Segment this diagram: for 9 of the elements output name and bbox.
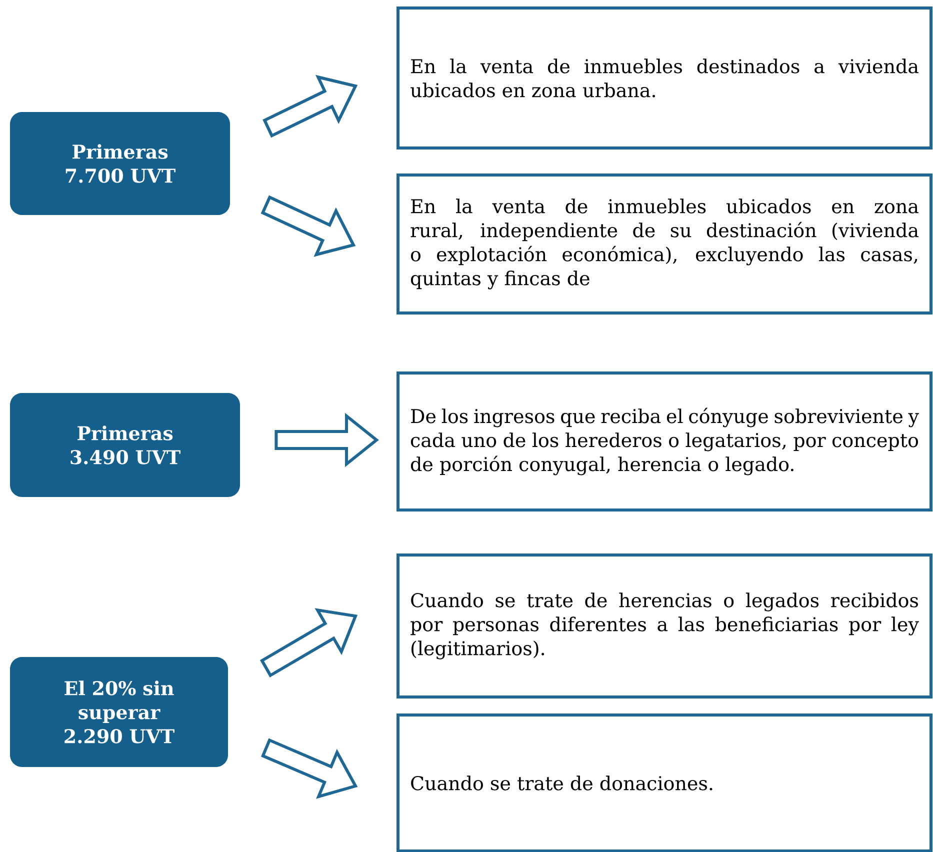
description-box: En la venta de inmuebles ubicados en zona rural, independiente de su destinación (vivienda o explotación económica), excluyendo las casas, quintas y fincas de xyxy=(396,174,933,314)
arrow xyxy=(274,412,379,468)
category-box: Primeras 3.490 UVT xyxy=(10,393,240,497)
description-box: En la venta de inmuebles destinados a vivienda ubicados en zona urbana. xyxy=(396,6,933,150)
description-box: Cuando se trate de donaciones. xyxy=(396,714,933,852)
category-box: Primeras 7.700 UVT xyxy=(10,112,230,215)
description-box: Cuando se trate de herencias o legados recibidos por personas diferentes a las beneficiarias por ley (legitimarios). xyxy=(396,554,933,698)
description-box: De los ingresos que reciba el cónyuge sobreviviente y cada uno de los herederos o legatarios, por concepto de porción conyugal, herencia o legado. xyxy=(396,372,933,512)
category-box: El 20% sin superar 2.290 UVT xyxy=(10,657,228,767)
